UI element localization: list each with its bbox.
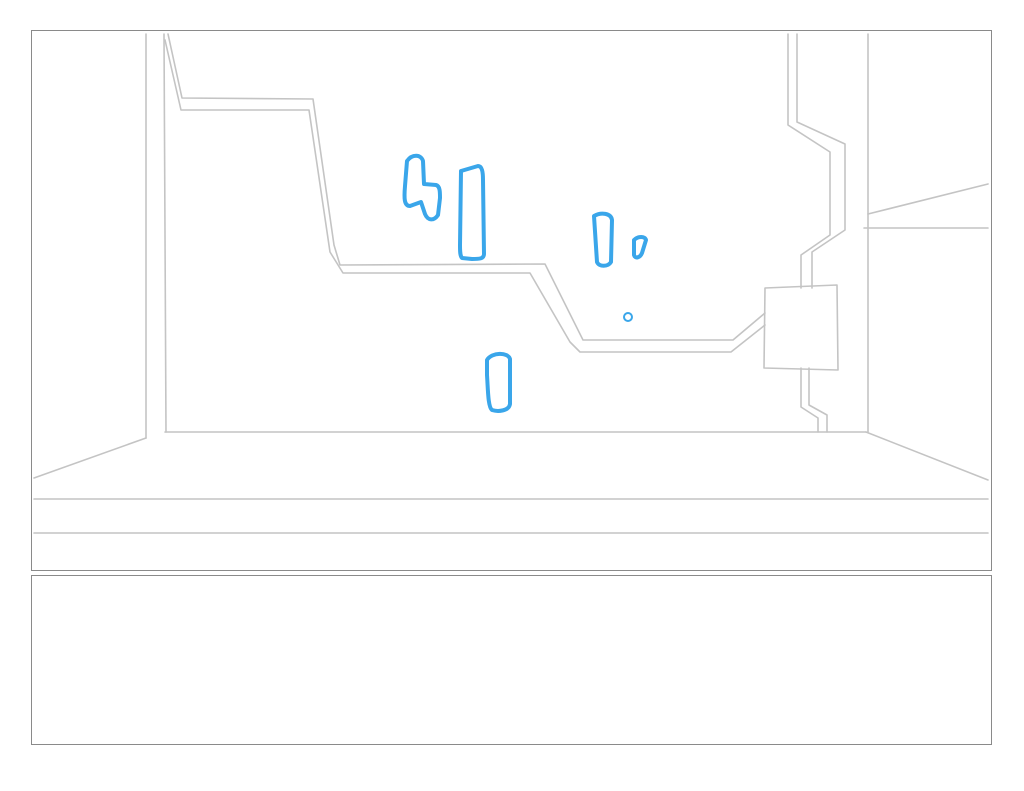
scene-frame [31,30,992,571]
notes-frame [31,575,992,745]
